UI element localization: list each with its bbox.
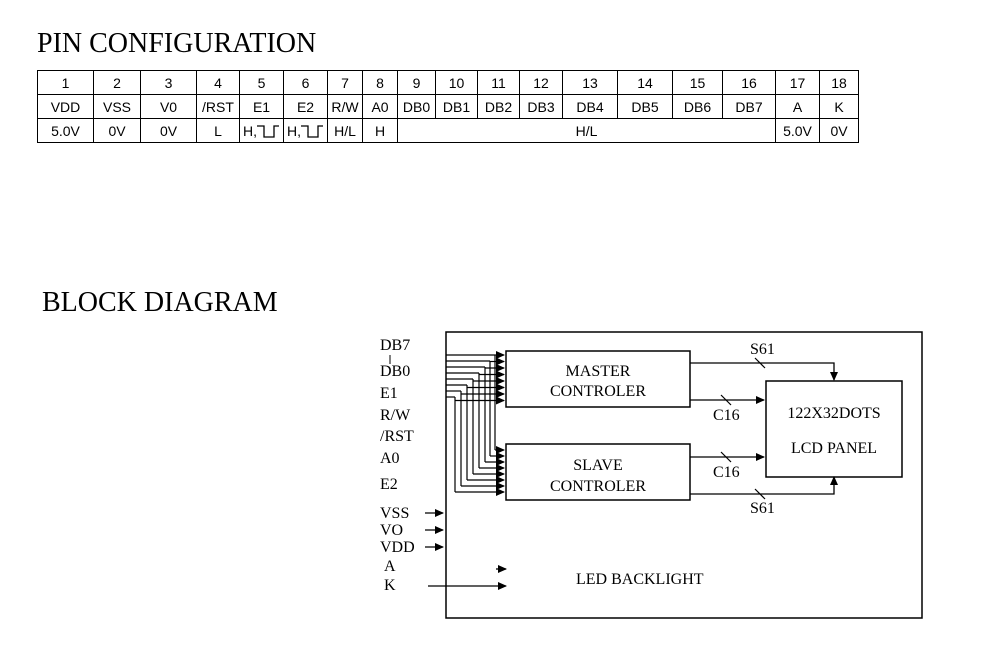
bus-slash bbox=[720, 394, 732, 406]
pin-configuration-table: 1 2 3 4 5 6 7 8 9 10 11 12 13 14 15 16 1… bbox=[37, 70, 859, 143]
pin-name-cell: /RST bbox=[196, 94, 240, 119]
level-e1-text: H, bbox=[243, 122, 257, 139]
pin-name-cell: K bbox=[819, 94, 859, 119]
panel-label-line2: LCD PANEL bbox=[791, 440, 877, 457]
level-e2-text: H, bbox=[287, 122, 301, 139]
pin-number-cell: 11 bbox=[477, 70, 520, 95]
level-data-bus: H/L bbox=[397, 118, 776, 143]
bus-label-s61-top: S61 bbox=[750, 341, 775, 358]
input-label-e1: E1 bbox=[380, 385, 398, 402]
input-label-k: K bbox=[384, 577, 396, 594]
input-label-rst: /RST bbox=[380, 428, 414, 445]
panel-label-line1: 122X32DOTS bbox=[787, 405, 880, 422]
bus-label-c16-bottom: C16 bbox=[713, 464, 740, 481]
bus-slash bbox=[754, 488, 766, 500]
input-label-a: A bbox=[384, 558, 396, 575]
input-label-rw: R/W bbox=[380, 407, 411, 424]
level-e2: H, bbox=[283, 118, 328, 143]
slave-label-line1: SLAVE bbox=[573, 457, 623, 474]
input-label-e2: E2 bbox=[380, 476, 398, 493]
led-backlight-label: LED BACKLIGHT bbox=[576, 571, 704, 588]
level-rst: L bbox=[196, 118, 240, 143]
pin-number-cell: 1 bbox=[37, 70, 94, 95]
bus-slash bbox=[754, 357, 766, 369]
pin-number-cell: 18 bbox=[819, 70, 859, 95]
pin-configuration-title: PIN CONFIGURATION bbox=[37, 28, 317, 59]
pin-name-cell: VDD bbox=[37, 94, 94, 119]
level-a0: H bbox=[362, 118, 398, 143]
pin-number-cell: 5 bbox=[239, 70, 284, 95]
level-vss: 0V bbox=[93, 118, 141, 143]
master-segment-bus bbox=[690, 362, 838, 381]
block-diagram-title: BLOCK DIAGRAM bbox=[42, 287, 278, 318]
pin-number-cell: 12 bbox=[519, 70, 563, 95]
level-k: 0V bbox=[819, 118, 859, 143]
input-label-vo: VO bbox=[380, 522, 403, 539]
pin-name-cell: E2 bbox=[283, 94, 328, 119]
pin-number-cell: 14 bbox=[617, 70, 673, 95]
pin-number-cell: 6 bbox=[283, 70, 328, 95]
bus-slash bbox=[720, 451, 732, 463]
module-frame bbox=[445, 331, 923, 619]
input-label-db0: DB0 bbox=[380, 363, 410, 380]
slave-label-line2: CONTROLER bbox=[550, 478, 646, 495]
lcd-panel-box bbox=[765, 380, 903, 478]
master-label-line1: MASTER bbox=[566, 363, 631, 380]
pin-name-cell: DB4 bbox=[562, 94, 618, 119]
pulse-waveform-icon bbox=[301, 124, 323, 138]
level-a: 5.0V bbox=[775, 118, 820, 143]
pulse-waveform-icon bbox=[257, 124, 279, 138]
control-bus-lines bbox=[446, 351, 505, 496]
pin-name-cell: DB2 bbox=[477, 94, 520, 119]
slave-controller-box bbox=[505, 443, 691, 501]
level-e1: H, bbox=[239, 118, 284, 143]
pin-number-row: 1 2 3 4 5 6 7 8 9 10 11 12 13 14 15 16 1… bbox=[37, 70, 859, 95]
input-label-a0: A0 bbox=[380, 450, 400, 467]
pin-name-cell: VSS bbox=[93, 94, 141, 119]
slave-segment-bus bbox=[690, 476, 838, 495]
bus-label-s61-bottom: S61 bbox=[750, 500, 775, 517]
pin-name-cell: DB3 bbox=[519, 94, 563, 119]
level-rw: H/L bbox=[327, 118, 363, 143]
pin-level-row: 5.0V 0V 0V L H, H, H/L H H/L 5.0V 0V bbox=[37, 118, 859, 143]
bus-label-c16-top: C16 bbox=[713, 407, 740, 424]
input-label-db7: DB7 bbox=[380, 337, 410, 354]
pin-name-cell: DB6 bbox=[672, 94, 723, 119]
master-controller-box bbox=[505, 350, 691, 408]
input-label-vdd: VDD bbox=[380, 539, 415, 556]
pin-name-cell: R/W bbox=[327, 94, 363, 119]
input-label-vss: VSS bbox=[380, 505, 409, 522]
pin-number-cell: 7 bbox=[327, 70, 363, 95]
pin-number-cell: 13 bbox=[562, 70, 618, 95]
master-label-line2: CONTROLER bbox=[550, 383, 646, 400]
pin-number-cell: 15 bbox=[672, 70, 723, 95]
